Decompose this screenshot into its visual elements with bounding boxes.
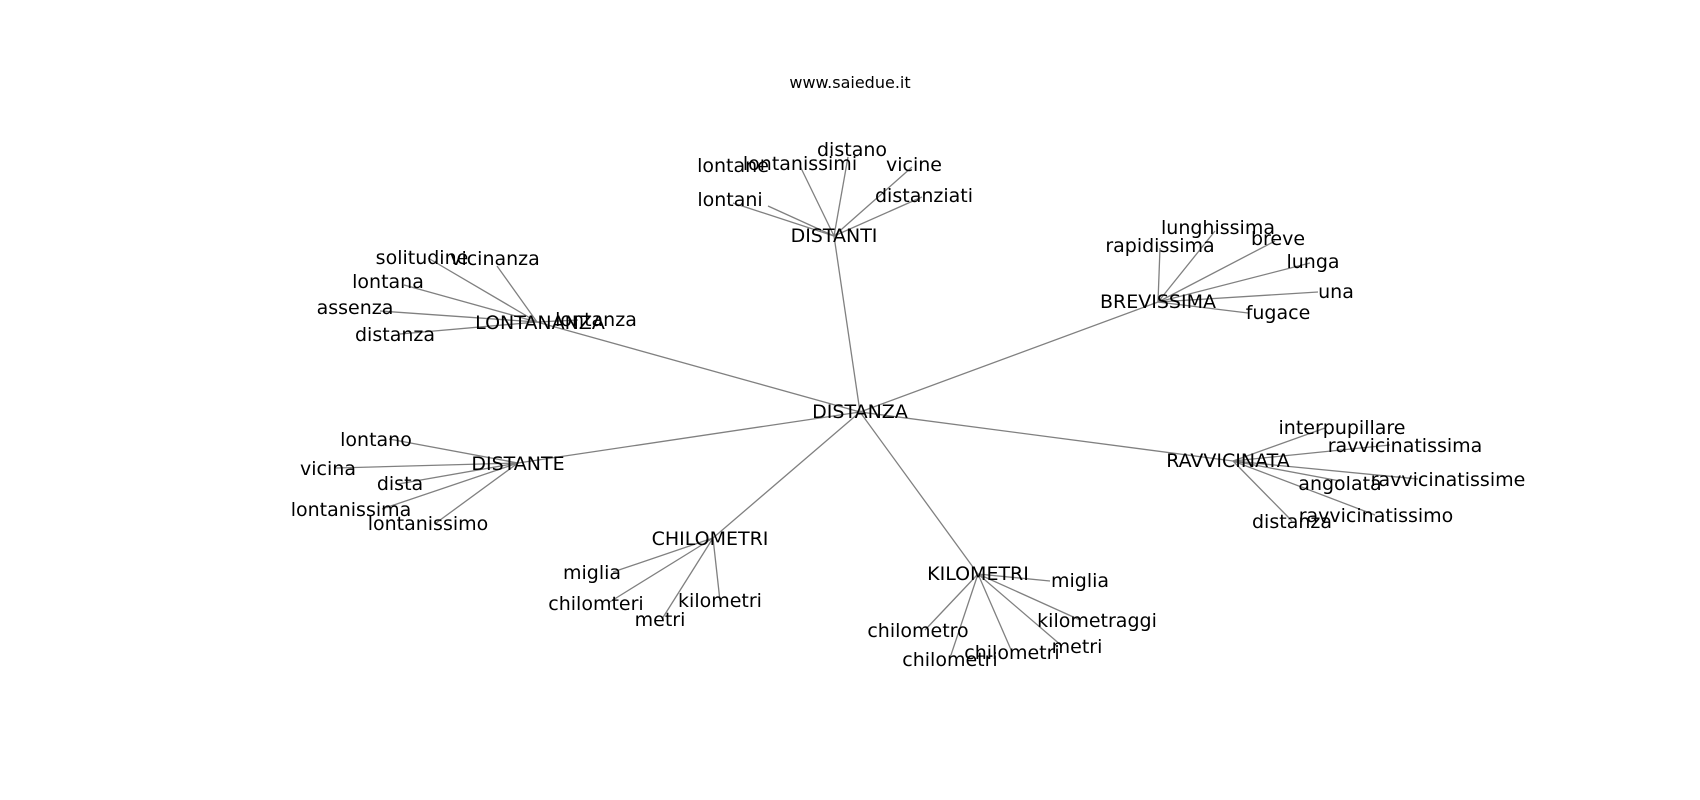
edge-raavvicinata-leaf-5 — [1232, 460, 1293, 522]
node-hub-distante: DISTANTE — [471, 453, 564, 475]
edge-distante-leaf-4 — [435, 462, 519, 524]
node-leaf-raavvicinata-3: ravvicinatissime — [1371, 469, 1526, 491]
edge-chilometri-leaf-1 — [607, 537, 714, 604]
node-hub-distanti: DISTANTI — [791, 225, 878, 247]
node-leaf-lontananza-1: vicinanza — [450, 248, 540, 270]
node-leaf-kilometri-5: chilometri — [964, 642, 1059, 664]
edge-distante-leaf-1 — [335, 462, 519, 469]
edge-root-distante — [517, 411, 861, 464]
edge-distanti-leaf-0 — [767, 205, 835, 237]
node-leaf-distanti-4: lontani — [697, 189, 762, 211]
node-leaf-distante-1: vicina — [300, 458, 356, 480]
node-leaf-lontananza-5: distanza — [355, 324, 435, 346]
edge-raavvicinata-leaf-0 — [1232, 427, 1326, 462]
node-leaf-brevissima-1: rapidissima — [1105, 235, 1214, 257]
edge-chilometri-leaf-3 — [661, 537, 714, 620]
edge-distanti-leaf-5 — [833, 196, 923, 237]
edge-lontananza-leaf-1 — [496, 265, 538, 323]
edge-kilometri-leaf-2 — [977, 573, 1081, 621]
node-leaf-distante-4: lontanissimo — [368, 513, 489, 535]
node-hub-chilometri: CHILOMETRI — [652, 528, 769, 550]
node-leaf-lontananza-3: assenza — [317, 297, 394, 319]
site-label: www.saiedue.it — [789, 73, 910, 92]
node-leaf-lontananza-4: lontanza — [555, 309, 637, 331]
edges-layer — [335, 156, 1419, 659]
edge-brevissima-leaf-5 — [1157, 301, 1249, 314]
node-leaf-lontananza-2: lontana — [352, 271, 424, 293]
node-leaf-kilometri-3: chilometri — [902, 649, 997, 671]
node-leaf-distanti-0: lontane — [697, 155, 769, 177]
node-leaf-brevissima-3: lunga — [1286, 251, 1339, 273]
edge-raavvicinata-leaf-1 — [1232, 444, 1391, 462]
edge-root-chilometri — [712, 411, 861, 539]
node-leaf-raavvicinata-0: interpupillare — [1279, 417, 1406, 439]
node-leaf-raavvicinata-1: ravvicinatissima — [1328, 435, 1483, 457]
edge-lontananza-leaf-3 — [379, 310, 538, 323]
node-leaf-raavvicinata-2: angolata — [1298, 473, 1381, 495]
edge-raavvicinata-leaf-3 — [1232, 460, 1419, 480]
node-leaf-chilometri-3: metri — [635, 609, 686, 631]
node-hub-brevissima: BREVISSIMA — [1100, 291, 1216, 313]
edge-root-brevissima — [859, 301, 1159, 413]
edge-root-lontananza — [536, 321, 861, 413]
node-leaf-lontananza-0: solitudine — [376, 247, 469, 269]
node-hub-raavvicinata: RAVVICINATA — [1166, 450, 1290, 472]
edge-distante-leaf-0 — [388, 438, 519, 464]
edge-brevissima-leaf-3 — [1157, 262, 1311, 303]
edge-kilometri-leaf-1 — [924, 573, 979, 631]
node-hub-kilometri: KILOMETRI — [927, 563, 1029, 585]
edge-distante-leaf-2 — [397, 462, 519, 485]
edge-distanti-leaf-3 — [833, 166, 913, 237]
node-leaf-distante-0: lontano — [340, 429, 412, 451]
edge-kilometri-leaf-5 — [977, 573, 1013, 653]
node-leaf-chilometri-0: miglia — [563, 562, 621, 584]
edge-brevissima-leaf-0 — [1157, 230, 1216, 303]
node-leaf-chilometri-1: chilomteri — [548, 593, 643, 615]
edge-brevissima-leaf-1 — [1157, 247, 1161, 303]
edge-brevissima-leaf-4 — [1157, 291, 1319, 303]
edge-root-distanti — [833, 235, 861, 413]
node-leaf-kilometri-1: chilometro — [867, 620, 968, 642]
edge-chilometri-leaf-0 — [612, 537, 714, 573]
edge-kilometri-leaf-0 — [977, 573, 1051, 582]
edge-distanti-leaf-1 — [799, 165, 835, 237]
node-root: DISTANZA — [812, 401, 908, 423]
edge-lontananza-leaf-5 — [399, 321, 538, 335]
node-leaf-chilometri-2: kilometri — [678, 590, 762, 612]
edge-chilometri-leaf-2 — [712, 537, 721, 602]
edge-distante-leaf-3 — [381, 462, 519, 510]
edge-raavvicinata-leaf-2 — [1232, 460, 1341, 482]
node-leaf-brevissima-2: breve — [1251, 228, 1305, 250]
node-leaf-distante-3: lontanissima — [291, 499, 412, 521]
edge-kilometri-leaf-4 — [977, 573, 1063, 647]
edge-root-raavvicinata — [859, 411, 1234, 462]
node-leaf-distanti-5: distanziati — [875, 185, 973, 207]
node-leaf-kilometri-2: kilometraggi — [1037, 610, 1157, 632]
edge-brevissima-leaf-2 — [1157, 240, 1276, 303]
edge-distanti-leaf-2 — [833, 156, 849, 237]
edge-kilometri-leaf-3 — [949, 573, 979, 659]
node-leaf-brevissima-5: fugace — [1246, 302, 1311, 324]
edge-distanti-leaf-4 — [732, 202, 835, 237]
edge-lontananza-leaf-2 — [403, 284, 538, 323]
node-leaf-distanti-3: vicine — [886, 154, 942, 176]
node-leaf-distante-2: dista — [377, 473, 423, 495]
node-leaf-brevissima-4: una — [1318, 281, 1354, 303]
edge-lontananza-leaf-0 — [427, 257, 538, 323]
node-hub-lontananza: LONTANANZA — [475, 312, 605, 334]
node-labels-layer: DISTANZADISTANTIlontanelontanissimidista… — [291, 139, 1526, 671]
node-leaf-distanti-1: lontanissimi — [743, 153, 857, 175]
node-leaf-kilometri-4: metri — [1052, 636, 1103, 658]
edge-raavvicinata-leaf-4 — [1232, 460, 1376, 516]
node-leaf-raavvicinata-4: ravvicinatissimo — [1299, 505, 1454, 527]
node-leaf-kilometri-0: miglia — [1051, 570, 1109, 592]
node-leaf-distanti-2: distano — [817, 139, 887, 161]
edge-root-kilometri — [859, 411, 979, 575]
edge-lontananza-leaf-4 — [536, 319, 579, 323]
node-leaf-brevissima-0: lunghissima — [1161, 217, 1275, 239]
node-leaf-raavvicinata-5: distanza — [1252, 511, 1332, 533]
